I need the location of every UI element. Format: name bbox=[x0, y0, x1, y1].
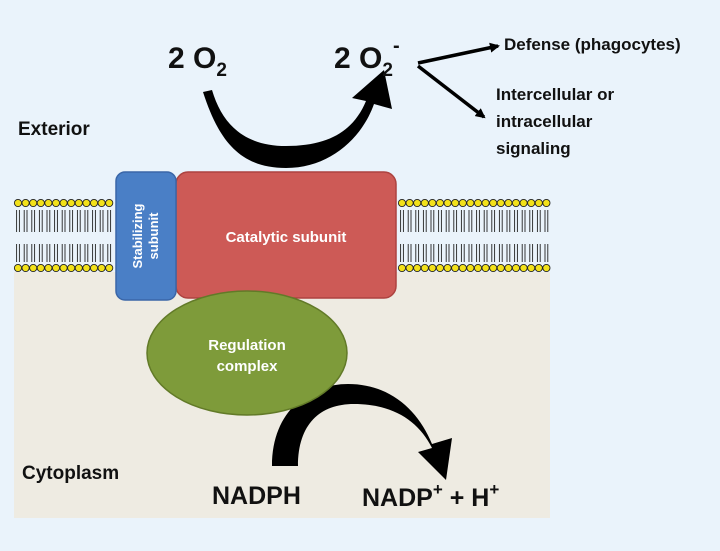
lipid-head bbox=[542, 263, 551, 273]
regulation-label-line2: complex bbox=[217, 358, 279, 375]
lipid-head bbox=[397, 263, 407, 273]
lipid-head bbox=[435, 198, 445, 208]
signaling-label-line3: signaling bbox=[496, 139, 571, 158]
lipid-head bbox=[82, 198, 91, 208]
lipid-head bbox=[542, 198, 551, 208]
lipid-head bbox=[420, 198, 429, 208]
lipid-head bbox=[67, 263, 76, 273]
lipid-head bbox=[504, 198, 513, 208]
lipid-head bbox=[51, 263, 61, 273]
lipid-head bbox=[481, 198, 490, 208]
o2-reactant: 2 O2 bbox=[168, 42, 227, 81]
lipid-head bbox=[435, 263, 445, 273]
lipid-head bbox=[428, 263, 437, 273]
lipid-head bbox=[13, 198, 23, 208]
lipid-head bbox=[473, 263, 483, 273]
lipid-head bbox=[527, 198, 536, 208]
defense-arrow bbox=[417, 42, 500, 65]
lipid-head bbox=[105, 198, 114, 208]
lipid-head bbox=[21, 198, 30, 208]
lipid-head bbox=[466, 198, 475, 208]
lipid-head bbox=[74, 263, 83, 273]
lipid-head bbox=[511, 263, 521, 273]
defense-label: Defense (phagocytes) bbox=[504, 35, 681, 54]
lipid-head bbox=[405, 263, 414, 273]
lipid-head bbox=[511, 198, 521, 208]
lipid-head bbox=[89, 263, 99, 273]
nadph-label: NADPH bbox=[212, 482, 301, 510]
nadp-h-products: NADP+ + H+ bbox=[362, 480, 499, 512]
lipid-head bbox=[527, 263, 536, 273]
signaling-label-line1: Intercellular or bbox=[496, 85, 614, 104]
superoxide-reaction-arrow bbox=[203, 70, 392, 168]
lipid-head bbox=[21, 263, 30, 273]
stabilizing-subunit bbox=[115, 171, 177, 301]
lipid-head bbox=[534, 263, 543, 273]
exterior-label: Exterior bbox=[18, 119, 90, 140]
superoxide-product: 2 O2- bbox=[334, 35, 400, 81]
lipid-head bbox=[44, 263, 53, 273]
lipid-head bbox=[97, 198, 106, 208]
nadph-reaction-arrow bbox=[272, 384, 452, 480]
lipid-head bbox=[504, 263, 513, 273]
lipid-head bbox=[466, 263, 475, 273]
lipid-head bbox=[397, 198, 407, 208]
lipid-head bbox=[44, 198, 53, 208]
stabilizing-label-line2: subunit bbox=[146, 212, 161, 260]
lipid-head bbox=[29, 198, 38, 208]
lipid-head bbox=[458, 198, 467, 208]
cytoplasm-label: Cytoplasm bbox=[22, 463, 119, 484]
lipid-head bbox=[489, 198, 498, 208]
lipid-head bbox=[420, 263, 429, 273]
lipid-head bbox=[36, 198, 45, 208]
lipid-bilayer bbox=[13, 198, 551, 273]
lipid-head bbox=[451, 198, 460, 208]
lipid-head bbox=[13, 263, 23, 273]
lipid-head bbox=[496, 198, 505, 208]
lipid-head bbox=[89, 198, 99, 208]
lipid-head bbox=[36, 263, 45, 273]
regulation-complex bbox=[146, 290, 348, 416]
lipid-head bbox=[428, 198, 437, 208]
catalytic-subunit-label: Catalytic subunit bbox=[226, 229, 347, 246]
lipid-head bbox=[496, 263, 505, 273]
lipid-head bbox=[481, 263, 490, 273]
signaling-arrow bbox=[416, 64, 486, 119]
lipid-head bbox=[82, 263, 91, 273]
lipid-head bbox=[443, 198, 452, 208]
lipid-head bbox=[443, 263, 452, 273]
lipid-head bbox=[519, 263, 528, 273]
lipid-head bbox=[489, 263, 498, 273]
lipid-head bbox=[413, 263, 422, 273]
lipid-head bbox=[534, 198, 543, 208]
lipid-head bbox=[519, 198, 528, 208]
lipid-head bbox=[67, 198, 76, 208]
lipid-head bbox=[473, 198, 483, 208]
lipid-head bbox=[51, 198, 61, 208]
lipid-head bbox=[59, 198, 68, 208]
lipid-head bbox=[451, 263, 460, 273]
regulation-label-line1: Regulation bbox=[208, 337, 286, 354]
lipid-head bbox=[413, 198, 422, 208]
lipid-head bbox=[74, 198, 83, 208]
lipid-head bbox=[29, 263, 38, 273]
lipid-head bbox=[105, 263, 114, 273]
signaling-label-line2: intracellular bbox=[496, 112, 593, 131]
lipid-head bbox=[405, 198, 414, 208]
lipid-head bbox=[97, 263, 106, 273]
lipid-head bbox=[458, 263, 467, 273]
lipid-head bbox=[59, 263, 68, 273]
stabilizing-label-line1: Stabilizing bbox=[130, 203, 145, 268]
